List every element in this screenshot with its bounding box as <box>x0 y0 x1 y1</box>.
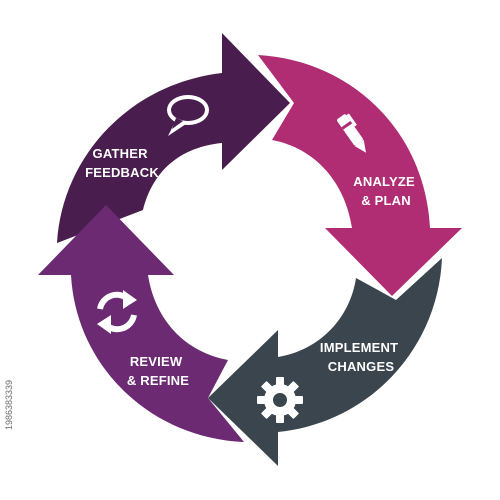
stock-id-text: 1986383339 <box>4 380 14 430</box>
svg-text:GATHER FEEDBACK: GATHER FEEDBACK <box>85 146 159 180</box>
svg-text:REVIEW & REFINE: REVIEW & REFINE <box>127 354 189 388</box>
review-label-line2: & REFINE <box>127 373 189 388</box>
svg-text:ANALYZE & PLAN: ANALYZE & PLAN <box>353 174 418 208</box>
analyze-label-line2: & PLAN <box>361 193 411 208</box>
review-label-line1: REVIEW <box>130 354 183 369</box>
segment-analyze-plan: ANALYZE & PLAN <box>258 55 462 296</box>
refresh-icon <box>97 290 137 334</box>
gather-label-line1: GATHER <box>93 146 149 161</box>
gear-icon <box>257 377 303 423</box>
segment-gather-feedback: GATHER FEEDBACK <box>57 33 290 243</box>
pen-icon <box>337 113 367 153</box>
arrow-gather-feedback <box>57 33 290 243</box>
svg-text:IMPLEMENT CHANGES: IMPLEMENT CHANGES <box>320 340 402 374</box>
segment-implement-changes: IMPLEMENT CHANGES <box>208 258 442 466</box>
arrow-implement-changes <box>208 258 442 466</box>
segment-review-refine: REVIEW & REFINE <box>38 205 244 442</box>
arrow-review-refine <box>38 205 244 442</box>
analyze-label-line1: ANALYZE <box>353 174 415 189</box>
implement-label-line1: IMPLEMENT <box>320 340 398 355</box>
speech-bubble-icon <box>167 95 209 136</box>
arrow-analyze-plan <box>258 55 462 296</box>
implement-label-line2: CHANGES <box>328 359 395 374</box>
gather-label-line2: FEEDBACK <box>85 165 159 180</box>
